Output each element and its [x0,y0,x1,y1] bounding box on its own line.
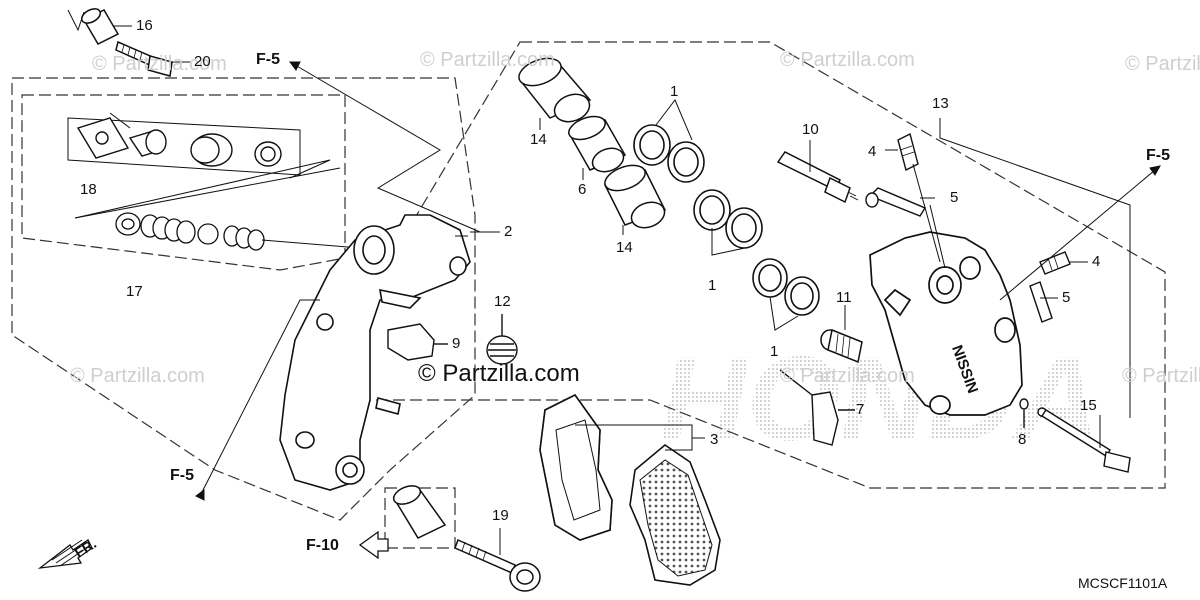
piston-6 [568,115,627,173]
collar-16 [80,8,120,45]
watermark: © Partzilla.com [1125,53,1200,75]
caliper-body-13: NISSIN [869,231,1023,416]
watermark: © Partzilla.com [420,49,555,71]
ref-f5-top: F-5 [256,51,280,68]
part-label-4-top: 4 [868,143,877,160]
ref-arrow-f10 [358,530,389,560]
part-label-9: 9 [452,335,461,352]
watermark: © Partzilla.com [780,365,915,387]
boot-12 [486,314,518,365]
watermark: © Partzilla.com [1122,365,1200,387]
pad-leader-3 [575,424,705,451]
caliper-leaders [912,118,1161,418]
seal-leaders [539,99,799,331]
diagram-code: MCSCF1101A [1078,575,1168,591]
bracket-leader-2 [455,231,500,237]
bolt-20 [115,40,173,77]
spring-7 [779,369,855,446]
pin-15 [1037,407,1131,473]
leaders-16-20 [67,9,190,63]
watermark: © Partzilla.com [780,49,915,71]
ref-f10: F-10 [306,537,339,554]
part-label-11: 11 [836,289,852,306]
pin-kit-17 [115,212,265,251]
bleeder-4a [885,132,919,172]
watermark: © Partzilla.com [70,365,205,387]
piston-14a [518,57,592,123]
cap-5a [865,187,935,217]
pin-kit-18 [67,117,301,176]
front-direction-arrow [37,539,93,569]
part-label-14-lower: 14 [616,239,633,256]
part-label-10: 10 [802,121,819,138]
ref-f5-right: F-5 [1146,147,1170,164]
bleeder-4b [1039,251,1088,275]
pin-11 [820,305,863,364]
part-label-6: 6 [578,181,587,198]
sleeve-near-19 [392,485,447,539]
seal-pair-1a [633,124,705,183]
ref-arrow-f5-left [195,299,320,501]
part-label-1-top: 1 [670,83,679,100]
seal-pair-1b [693,189,763,249]
part-label-20: 20 [194,53,211,70]
pin-kit-leaders [74,112,361,249]
bolt-19 [454,528,541,592]
part-label-19: 19 [492,507,509,524]
part-label-4-right: 4 [1092,253,1101,270]
part-label-3: 3 [710,431,719,448]
part-label-12: 12 [494,293,511,310]
part-label-18: 18 [80,181,97,198]
ref-f5-left: F-5 [170,467,194,484]
cap-5b [1029,281,1058,323]
brake-pad-outer [629,443,721,586]
svg-text:HONDA: HONDA [660,332,1100,466]
part-label-5-top: 5 [950,189,959,206]
caliper-bracket-2 [279,214,471,491]
part-label-16: 16 [136,17,153,34]
part-label-1-bottom: 1 [770,343,779,360]
part-label-15: 15 [1080,397,1097,414]
piston-14b [603,164,667,229]
watermark: © Partzilla.com [92,53,227,75]
part-label-8: 8 [1018,431,1027,448]
part-label-7: 7 [856,401,865,418]
part-label-13: 13 [932,95,949,112]
ref-arrow-f5-top [289,61,481,233]
clip-9 [387,323,448,361]
part-label-2: 2 [504,223,513,240]
honda-watermark-logo: HONDA [660,332,1100,466]
watermark-main: © Partzilla.com [418,360,580,387]
washer-8 [1019,398,1029,428]
part-label-1-middle: 1 [708,277,717,294]
brake-pad-inner [539,393,613,541]
seal-pair-1c [752,258,820,316]
part-label-5-right: 5 [1062,289,1071,306]
part-label-14-upper: 14 [530,131,547,148]
part-label-17: 17 [126,283,143,300]
pin-10 [776,140,859,204]
